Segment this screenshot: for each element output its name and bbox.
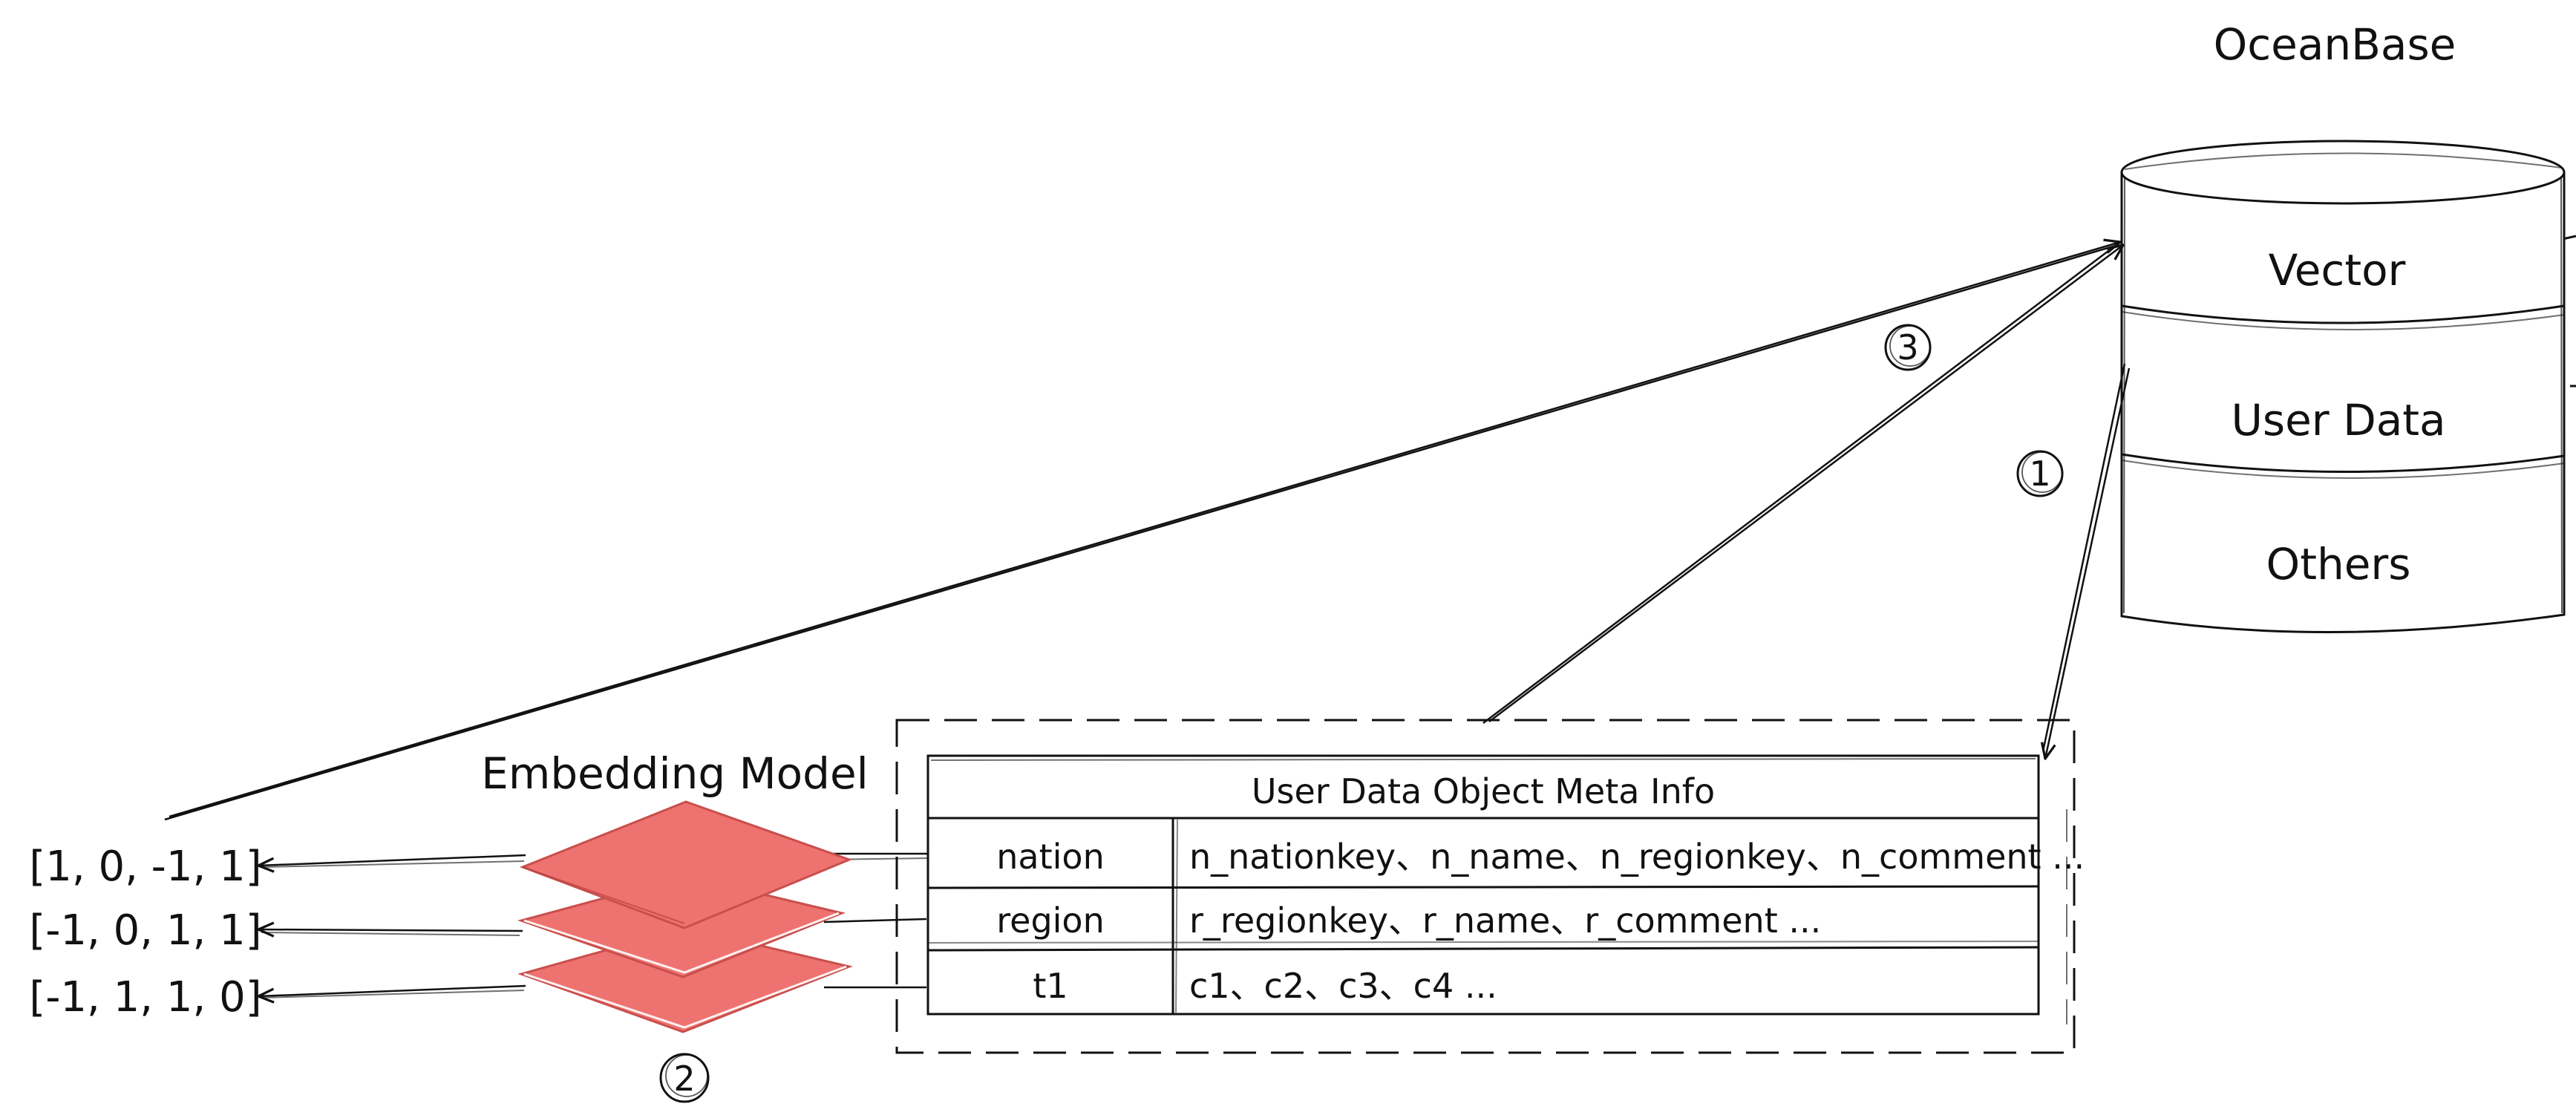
oceanbase-database: OceanBase Vector User Data Others — [2120, 19, 2576, 634]
database-layer-others: Others — [2266, 539, 2411, 589]
meta-table-title: User Data Object Meta Info — [1252, 771, 1715, 811]
step-marker-2: 2 — [659, 1053, 710, 1103]
vector-output-1: [1, 0, -1, 1] — [29, 843, 261, 891]
step-marker-3: 3 — [1884, 324, 1932, 371]
embedding-model-title: Embedding Model — [481, 748, 869, 799]
vector-outputs: [1, 0, -1, 1] [-1, 0, 1, 1] [-1, 1, 1, 0… — [29, 843, 261, 1021]
meta-row-region-name: region — [996, 900, 1104, 941]
step-marker-1: 1 — [2016, 450, 2064, 497]
database-layer-vector: Vector — [2269, 245, 2406, 295]
embedding-model: Embedding Model — [481, 748, 869, 1033]
model-layer-top — [519, 800, 853, 929]
step-label-1: 1 — [2029, 454, 2050, 494]
arrow-meta-to-database — [1482, 241, 2125, 724]
meta-info-table: User Data Object Meta Info nation n_nati… — [926, 754, 2085, 1016]
model-to-vector-arrows — [257, 854, 526, 1004]
step-label-3: 3 — [1897, 327, 1918, 367]
vector-output-3: [-1, 1, 1, 0] — [29, 973, 261, 1021]
meta-row-nation-name: nation — [996, 837, 1104, 877]
meta-info-container — [895, 719, 2076, 1054]
vector-output-2: [-1, 0, 1, 1] — [29, 906, 261, 955]
meta-row-region-columns: r_regionkey、r_name、r_comment ... — [1189, 900, 1821, 941]
model-layer-bottom — [517, 926, 854, 1033]
meta-row-t1-columns: c1、c2、c3、c4 ... — [1189, 966, 1497, 1006]
database-title: OceanBase — [2214, 19, 2456, 70]
arrow-database-to-meta — [2040, 363, 2131, 760]
meta-row-t1-name: t1 — [1033, 966, 1068, 1006]
arrow-vectors-to-database — [164, 238, 2122, 821]
meta-row-nation-columns: n_nationkey、n_name、n_regionkey、n_comment… — [1189, 837, 2085, 877]
database-layer-user-data: User Data — [2231, 395, 2445, 445]
step-label-2: 2 — [673, 1059, 695, 1099]
